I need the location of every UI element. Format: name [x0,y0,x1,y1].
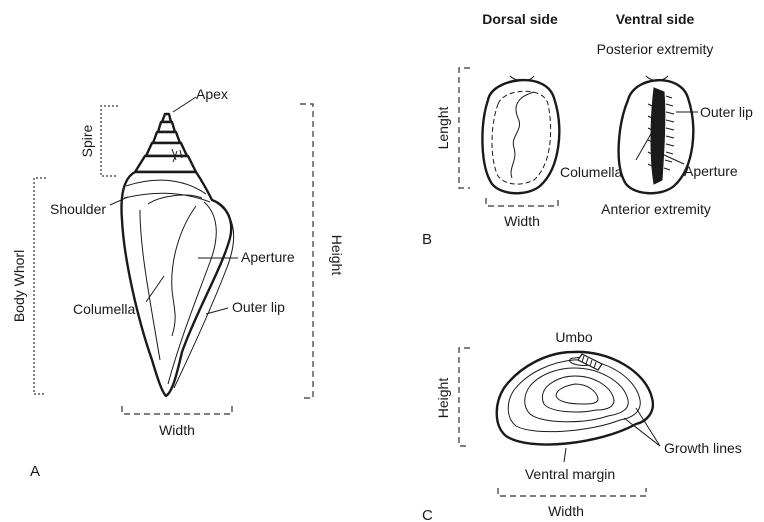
width-bracket-c [498,488,646,496]
columella-label-a: Columella [73,301,135,317]
height-label-c: Height [435,378,451,419]
dorsal-side-title: Dorsal side [482,11,558,27]
anterior-extremity-label: Anterior extremity [601,201,711,217]
outer-lip-label-a: Outer lip [232,299,285,315]
umbo-label: Umbo [555,329,593,345]
length-label: Lenght [435,106,451,149]
columella-label-b: Columella [560,164,622,180]
body-whorl-bracket [34,178,46,394]
aperture-label-b: Aperture [684,163,738,179]
length-bracket [459,68,470,188]
cowrie-ventral-drawing [619,76,694,193]
panel-a-letter: A [30,463,40,480]
apex-label: Apex [196,86,228,102]
ventral-margin-label: Ventral margin [525,466,615,482]
height-bracket-a [300,104,313,398]
spire-bracket [101,106,118,176]
bivalve-drawing [497,352,653,445]
body-whorl-label: Body Whorl [11,250,27,322]
width-label-b: Width [504,213,540,229]
shoulder-label: Shoulder [50,201,106,217]
cowrie-dorsal-drawing [482,76,559,193]
panel-b: Dorsal side Ventral side Posterior extre… [422,11,753,248]
panel-a: Spire Body Whorl Height Width Apex Shoul… [11,86,345,480]
outer-lip-label-b: Outer lip [700,104,753,120]
growth-lines-label: Growth lines [664,440,742,456]
ventral-side-title: Ventral side [616,11,695,27]
panel-b-letter: B [422,231,432,248]
width-bracket-b [486,198,558,206]
gastropod-spire-drawing [135,114,196,172]
height-label-a: Height [329,235,345,276]
width-label-a: Width [159,422,195,438]
gastropod-body-outline [122,172,232,396]
width-label-c: Width [548,503,584,519]
posterior-extremity-label: Posterior extremity [597,41,714,57]
aperture-label-a: Aperture [241,249,295,265]
panel-c: Umbo Height Growth lines Ventral margin … [422,329,742,522]
width-bracket-a [122,406,232,414]
spire-label: Spire [79,124,95,157]
panel-c-letter: C [422,507,433,522]
height-bracket-c [459,348,470,446]
